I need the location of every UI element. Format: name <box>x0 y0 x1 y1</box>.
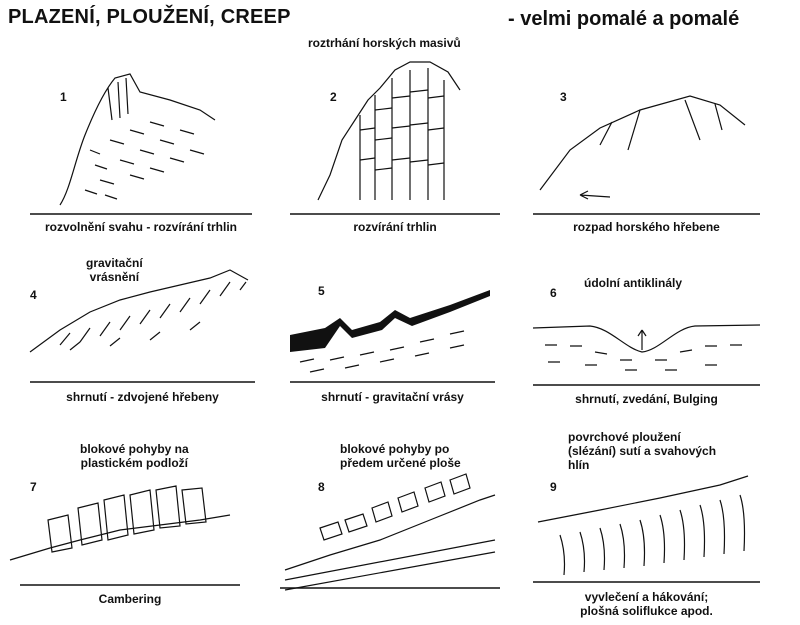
panel-5-sketch <box>290 290 490 373</box>
panel-8-label: blokové pohyby po předem určené ploše <box>340 442 461 470</box>
panel-1-sketch <box>59 73 216 206</box>
panel-4-caption: shrnutí - zdvojené hřebeny <box>66 390 219 404</box>
panel-9-label: povrchové ploužení (slézání) sutí a svah… <box>568 430 717 472</box>
panel-9-caption: vyvlečení a hákování; plošná soliflukce … <box>580 590 713 618</box>
panel-3-caption: rozpad horského hřebene <box>573 220 720 234</box>
panel-9-sketch <box>537 475 749 576</box>
panel-2-sketch <box>317 61 461 201</box>
panel-4-sketch <box>29 269 249 353</box>
panel-6-caption: shrnutí, zvedání, Bulging <box>575 392 718 406</box>
panel-6-label: údolní antiklinály <box>584 276 683 290</box>
panel-1-caption: rozvolnění svahu - rozvírání trhlin <box>44 220 238 234</box>
panel-2-label: roztrhání horských masivů <box>308 36 461 50</box>
page-subtitle: - velmi pomalé a pomalé <box>508 8 740 30</box>
panel-1-number: 1 <box>60 90 67 104</box>
panel-5-number: 5 <box>318 284 325 298</box>
panel-6-number: 6 <box>550 286 557 300</box>
panel-3-number: 3 <box>560 90 567 104</box>
panel-4-label: gravitační vrásnění <box>86 256 143 284</box>
panel-6-sketch <box>532 324 761 371</box>
panel-2-caption: rozvírání trhlin <box>353 220 437 234</box>
panel-7-number: 7 <box>30 480 37 494</box>
page-title: PLAZENÍ, PLOUŽENÍ, CREEP <box>8 6 291 28</box>
panel-8-number: 8 <box>318 480 325 494</box>
panel-7-sketch <box>9 485 231 561</box>
panel-8-sketch <box>284 473 496 591</box>
panel-9-number: 9 <box>550 480 557 494</box>
panel-4-number: 4 <box>30 288 37 302</box>
panel-3-sketch <box>539 95 746 200</box>
panel-2-number: 2 <box>330 90 337 104</box>
panel-7-label: blokové pohyby na plastickém podloží <box>80 442 189 470</box>
panel-5-caption: shrnutí - gravitační vrásy <box>321 390 464 404</box>
panel-7-caption: Cambering <box>98 592 162 606</box>
